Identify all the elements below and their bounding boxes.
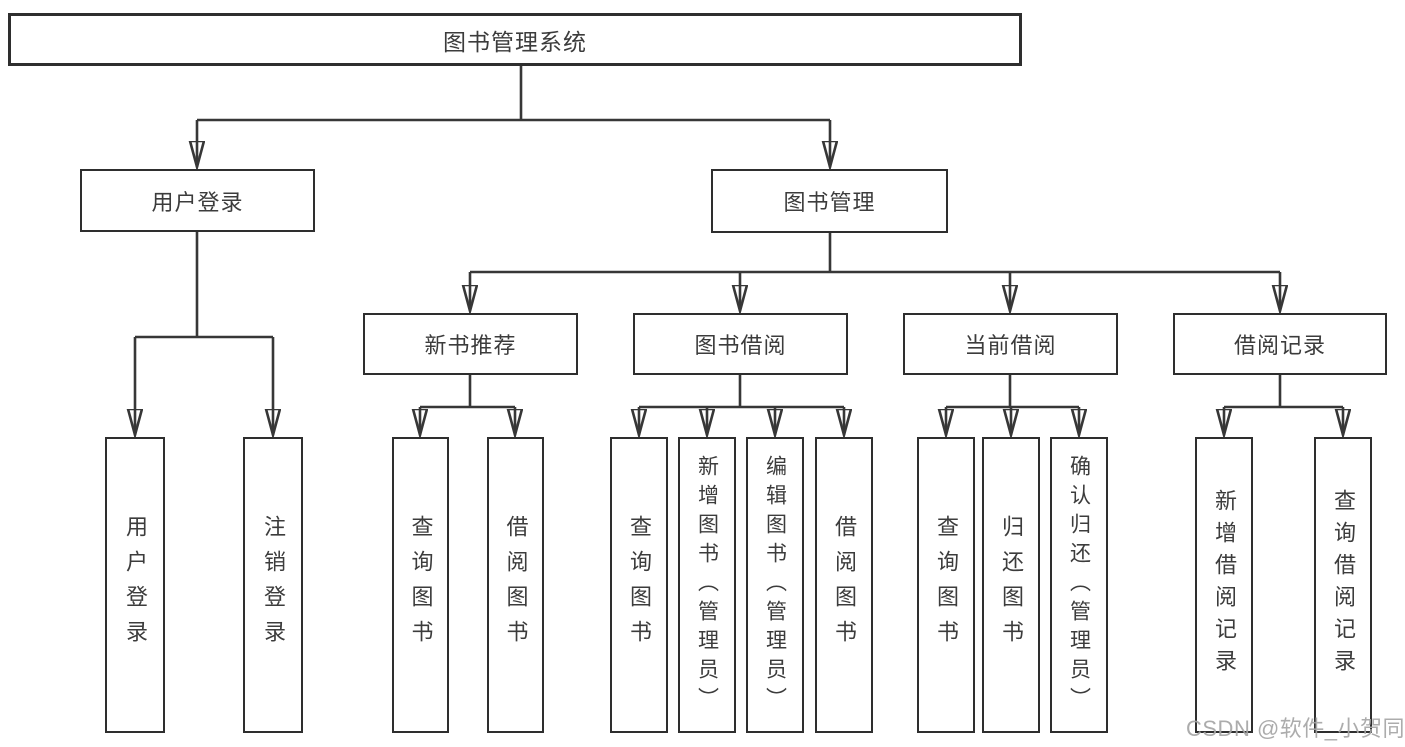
leaf-label: 归还图书 xyxy=(999,515,1024,655)
leaf-query-books-borrowing: 查询图书 xyxy=(610,437,668,733)
leaf-logout: 注销登录 xyxy=(243,437,303,733)
node-label: 借阅记录 xyxy=(1233,333,1326,358)
node-current-borrowing: 当前借阅 xyxy=(903,313,1118,375)
node-borrowing-records: 借阅记录 xyxy=(1173,313,1387,375)
node-new-book-recommendation: 新书推荐 xyxy=(363,313,578,375)
leaf-add-borrow-record: 新增借阅记录 xyxy=(1195,437,1253,733)
leaf-label: 查询图书 xyxy=(934,515,959,655)
node-label: 图书管理 xyxy=(783,190,876,215)
leaf-query-books-recommend: 查询图书 xyxy=(392,437,449,733)
leaf-borrow-books-recommend: 借阅图书 xyxy=(487,437,544,733)
leaf-confirm-return-admin: 确认归还（管理员） xyxy=(1050,437,1108,733)
node-book-management-branch: 图书管理 xyxy=(711,169,948,233)
node-library-management-system: 图书管理系统 xyxy=(8,13,1022,66)
watermark: CSDN @软件_小贺同学 xyxy=(1186,716,1405,741)
leaf-label: 确认归还（管理员） xyxy=(1067,454,1091,716)
leaf-user-login: 用户登录 xyxy=(105,437,165,733)
leaf-label: 新增借阅记录 xyxy=(1212,489,1237,681)
leaf-return-books: 归还图书 xyxy=(982,437,1040,733)
leaf-label: 注销登录 xyxy=(261,515,286,655)
node-book-borrowing: 图书借阅 xyxy=(633,313,848,375)
node-label: 图书管理系统 xyxy=(443,28,587,55)
leaf-add-books-admin: 新增图书（管理员） xyxy=(678,437,736,733)
leaf-label: 编辑图书（管理员） xyxy=(763,454,787,716)
node-label: 图书借阅 xyxy=(694,333,787,358)
leaf-label: 查询借阅记录 xyxy=(1331,489,1356,681)
node-user-login-branch: 用户登录 xyxy=(80,169,315,232)
node-label: 用户登录 xyxy=(151,189,244,215)
leaf-label: 借阅图书 xyxy=(503,515,529,655)
leaf-borrow-books: 借阅图书 xyxy=(815,437,873,733)
leaf-query-books-current: 查询图书 xyxy=(917,437,975,733)
connector-elbows xyxy=(135,66,1343,409)
leaf-query-borrow-record: 查询借阅记录 xyxy=(1314,437,1372,733)
leaf-label: 新增图书（管理员） xyxy=(695,454,719,716)
leaf-label: 查询图书 xyxy=(408,515,434,655)
node-label: 新书推荐 xyxy=(424,333,517,358)
leaf-label: 借阅图书 xyxy=(832,515,857,655)
leaf-label: 查询图书 xyxy=(627,515,652,655)
node-label: 当前借阅 xyxy=(964,333,1057,358)
leaf-edit-books-admin: 编辑图书（管理员） xyxy=(746,437,804,733)
leaf-label: 用户登录 xyxy=(123,515,148,655)
